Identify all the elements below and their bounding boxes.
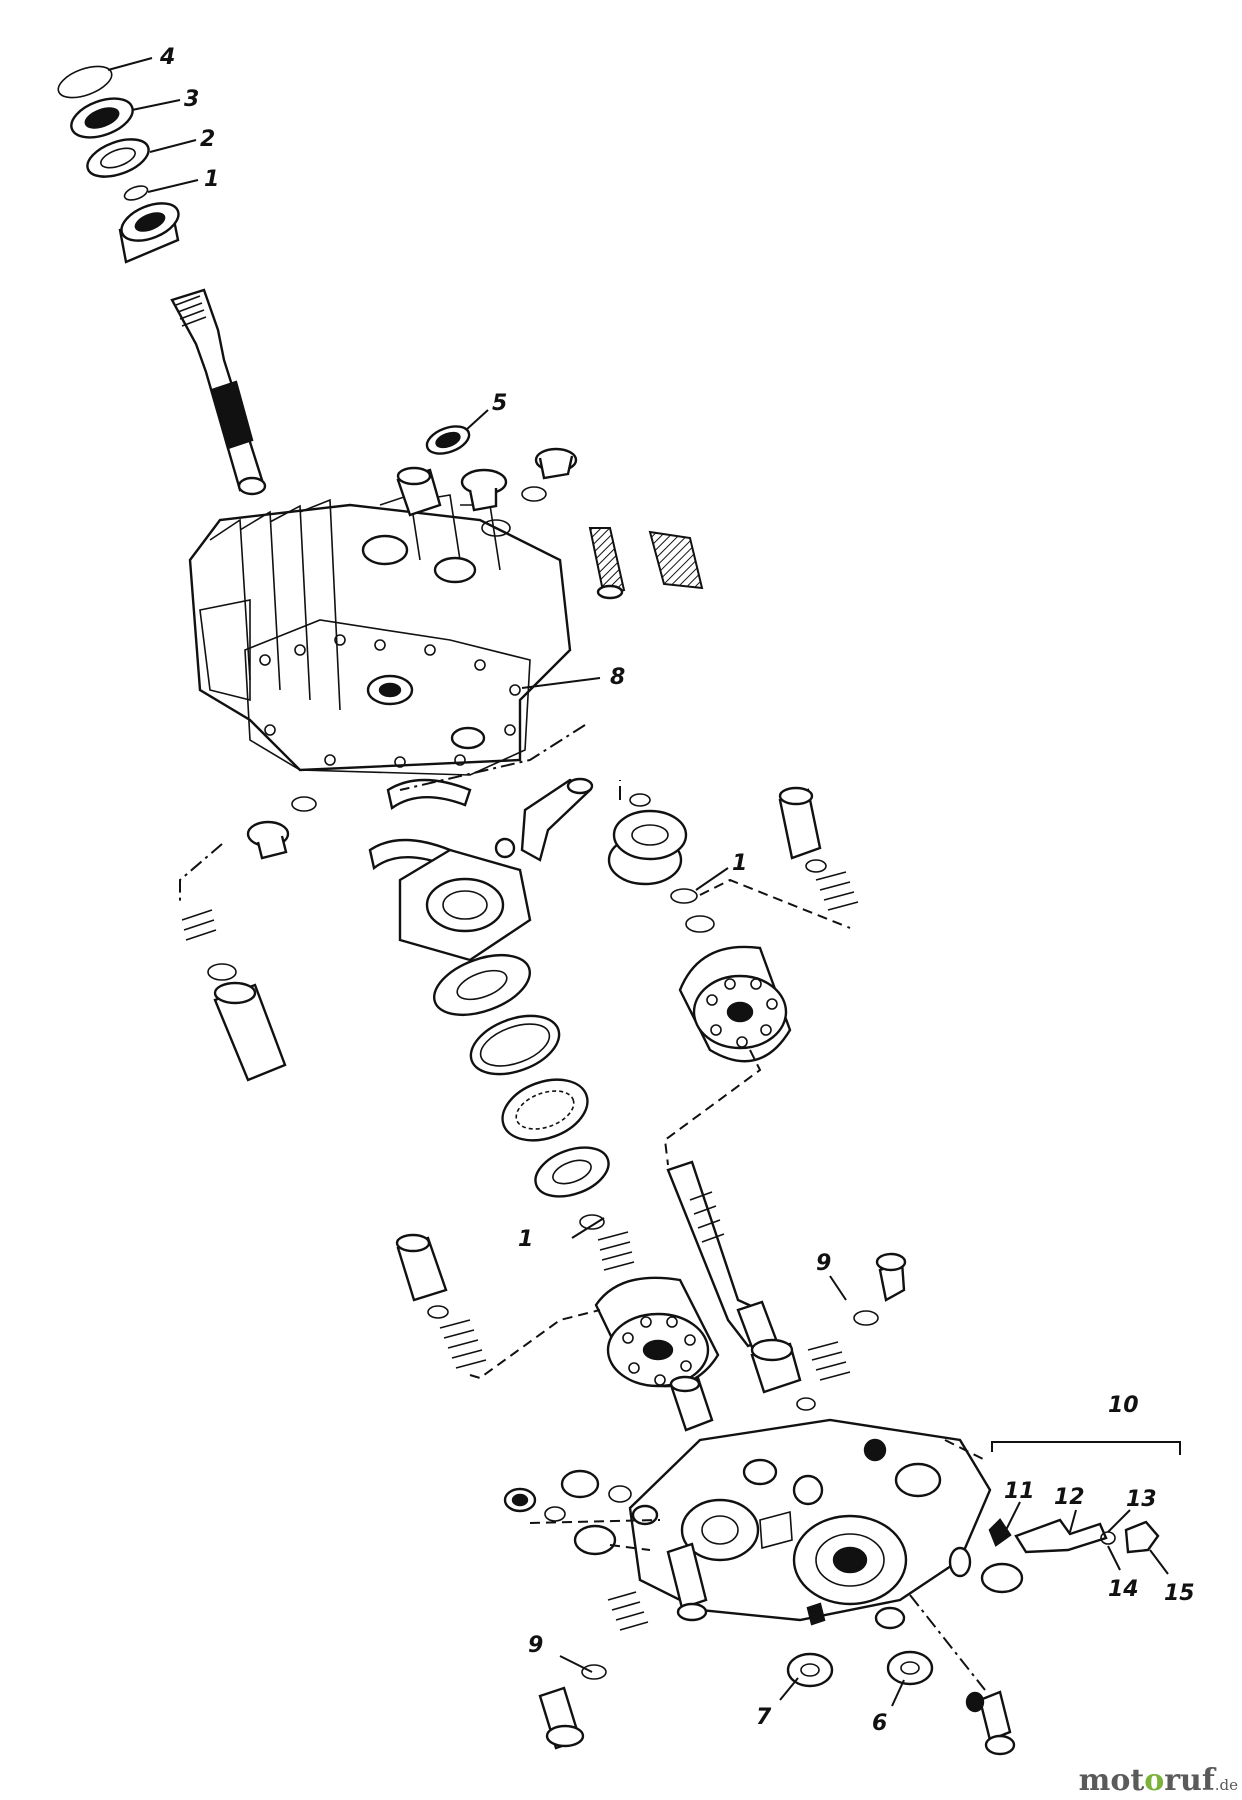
- thrust-race: [469, 1014, 561, 1076]
- center-section: [628, 1418, 992, 1630]
- washer-part-7: [786, 1652, 834, 1688]
- seal-part-5: [425, 425, 471, 455]
- lower-bolts-and-springs: [538, 1542, 826, 1750]
- output-shaft: [666, 1160, 802, 1394]
- washer-part-6: [886, 1650, 934, 1686]
- callout-1-lower: 1: [518, 1227, 533, 1252]
- callout-15: 15: [1164, 1581, 1195, 1606]
- bypass-assembly: [948, 1518, 1160, 1594]
- snap-ring-part-1-top: [123, 185, 149, 201]
- trunnion-arm: [520, 777, 594, 862]
- assembly-lines: [179, 724, 986, 1691]
- callout-11: 11: [1004, 1479, 1035, 1504]
- leader-lines: [107, 57, 1169, 1707]
- washer-part-2: [86, 138, 150, 178]
- lower-right-bolt: [965, 1690, 1016, 1756]
- valve-right-lower: [796, 1252, 907, 1411]
- bracket-part-10: [991, 1441, 1181, 1455]
- thrust-washer-small: [534, 1146, 610, 1198]
- callout-13: 13: [1126, 1487, 1157, 1512]
- valve-left-lower: [395, 1233, 487, 1369]
- callout-12: 12: [1054, 1485, 1085, 1510]
- swash-plate: [398, 837, 532, 962]
- plug-upper-left: [460, 468, 511, 537]
- callout-labels: 4 3 2 1 5 8 1 1 9 10 11 12 13 14 15 9 7 …: [159, 45, 1195, 1736]
- cylinder-block-upper: [678, 945, 792, 1063]
- snap-ring-part-1-mid: [670, 888, 715, 933]
- plug-lower-left: [503, 1469, 659, 1556]
- filter-elements: [588, 527, 704, 600]
- watermark-text-start: mot: [1078, 1763, 1145, 1798]
- watermark-suffix: .de: [1214, 1776, 1238, 1794]
- upper-housing: [188, 493, 572, 776]
- callout-6: 6: [872, 1711, 887, 1736]
- callout-14: 14: [1108, 1577, 1139, 1602]
- oil-seal-part-3: [70, 97, 134, 139]
- callout-9-upper: 9: [816, 1251, 831, 1276]
- bushing-upper: [396, 466, 442, 517]
- plug-upper-right: [521, 447, 578, 502]
- input-shaft: [170, 288, 267, 496]
- callout-1-mid: 1: [732, 851, 747, 876]
- callout-1-top: 1: [204, 167, 219, 192]
- watermark-text-end: ruf: [1164, 1763, 1215, 1798]
- callout-5: 5: [492, 391, 507, 416]
- snap-ring-part-1-lower: [579, 1214, 605, 1230]
- callout-2: 2: [200, 127, 215, 152]
- callout-3: 3: [184, 87, 199, 112]
- watermark-logo: motoruf.de: [1079, 1763, 1238, 1798]
- retaining-ring-part-4: [57, 65, 113, 99]
- check-valve-left: [181, 796, 317, 1082]
- callout-9-lower: 9: [528, 1633, 543, 1658]
- thrust-washer-large: [432, 953, 532, 1017]
- spring-pump: [597, 1231, 635, 1271]
- callout-7: 7: [756, 1705, 772, 1730]
- callout-8: 8: [610, 665, 625, 690]
- callout-4: 4: [159, 45, 175, 70]
- watermark-accent-o: o: [1144, 1763, 1165, 1798]
- valve-right-upper: [778, 786, 859, 911]
- bearing-top: [118, 202, 180, 264]
- bushing-lower: [669, 1375, 714, 1432]
- upper-motor-bearing: [607, 793, 688, 886]
- callout-10: 10: [1108, 1393, 1139, 1418]
- thrust-bearing-rollers: [501, 1078, 589, 1142]
- cylinder-block-lower: [594, 1276, 720, 1388]
